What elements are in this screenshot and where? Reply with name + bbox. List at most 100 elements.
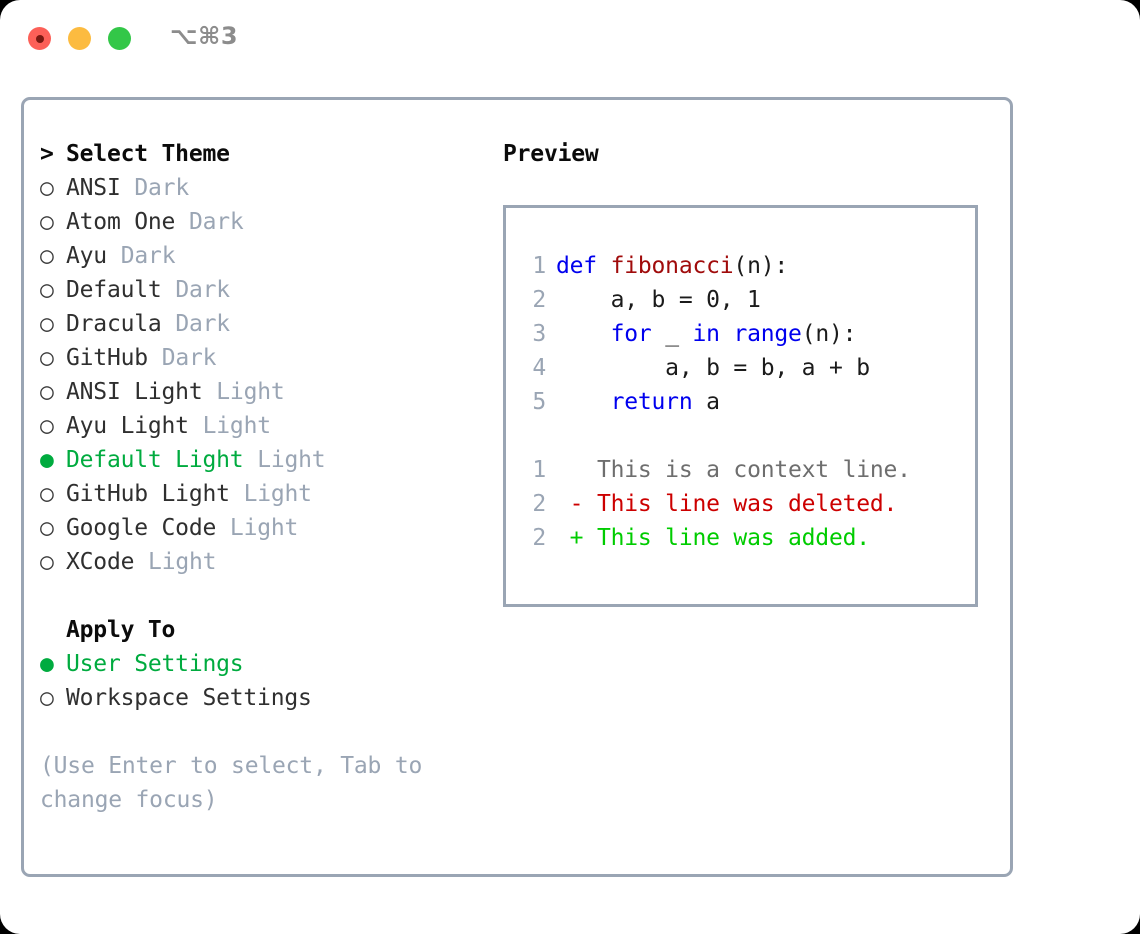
diff-marker: - bbox=[556, 491, 584, 517]
radio-unselected-icon: ○ bbox=[40, 345, 54, 371]
code-token: a bbox=[692, 389, 720, 415]
code-token: def bbox=[556, 253, 611, 279]
radio-unselected-icon: ○ bbox=[40, 175, 54, 201]
apply-to-option-label: User Settings bbox=[66, 651, 244, 677]
theme-option-default-light[interactable]: ● Default Light Light bbox=[40, 443, 495, 477]
theme-list-header: >Select Theme bbox=[40, 137, 495, 171]
theme-option-label: XCode bbox=[66, 549, 135, 575]
theme-option-label: GitHub bbox=[66, 345, 148, 371]
theme-option-label: ANSI bbox=[66, 175, 121, 201]
window-title: ⌥⌘3 bbox=[170, 22, 239, 50]
radio-selected-icon: ● bbox=[40, 651, 54, 677]
code-line-number: 4 bbox=[532, 355, 546, 381]
radio-unselected-icon: ○ bbox=[40, 413, 54, 439]
code-token bbox=[556, 321, 611, 347]
apply-to-option-user-settings[interactable]: ● User Settings bbox=[40, 647, 495, 681]
code-line-number: 2 bbox=[532, 287, 546, 313]
code-token: range bbox=[733, 321, 802, 347]
theme-option-tag: Dark bbox=[161, 345, 217, 371]
theme-option-tag: Light bbox=[243, 481, 312, 507]
apply-to-section: Apply To ●User Settings○Workspace Settin… bbox=[40, 613, 495, 715]
diff-line-text: This is a context line. bbox=[583, 457, 911, 483]
code-token: in bbox=[692, 321, 720, 347]
apply-to-options-list: ● User Settings ○Workspace Settings bbox=[40, 647, 495, 715]
theme-option-github-light[interactable]: ○ GitHub Light Light bbox=[40, 477, 495, 511]
theme-option-tag: Dark bbox=[175, 277, 230, 303]
code-token bbox=[720, 321, 734, 347]
theme-option-default[interactable]: ○ Default Dark bbox=[40, 273, 495, 307]
radio-unselected-icon: ○ bbox=[40, 311, 54, 337]
apply-to-option-label: Workspace Settings bbox=[66, 685, 312, 711]
code-line: 4 a, b = b, a + b bbox=[520, 351, 969, 385]
radio-unselected-icon: ○ bbox=[40, 549, 54, 575]
code-token: fibonacci bbox=[610, 253, 734, 279]
minimize-button-icon[interactable] bbox=[68, 27, 91, 50]
radio-unselected-icon: ○ bbox=[40, 481, 54, 507]
theme-option-dracula[interactable]: ○ Dracula Dark bbox=[40, 307, 495, 341]
code-line-number: 5 bbox=[532, 389, 546, 415]
radio-unselected-icon: ○ bbox=[40, 209, 54, 235]
code-token: _ bbox=[651, 321, 693, 347]
theme-option-label: Ayu bbox=[66, 243, 107, 269]
code-line: 2 a, b = 0, 1 bbox=[520, 283, 969, 317]
theme-option-label: Atom One bbox=[66, 209, 176, 235]
theme-option-tag: Light bbox=[229, 515, 299, 541]
code-token: (n): bbox=[801, 321, 857, 347]
radio-unselected-icon: ○ bbox=[40, 243, 54, 269]
radio-unselected-icon: ○ bbox=[40, 277, 54, 303]
theme-option-label: Ayu Light bbox=[66, 413, 189, 439]
diff-marker: + bbox=[556, 525, 584, 551]
theme-option-label: Dracula bbox=[66, 311, 162, 337]
code-token: a, b = b, a + b bbox=[556, 355, 870, 381]
theme-option-tag: Dark bbox=[188, 209, 244, 235]
diff-line: 2 - This line was deleted. bbox=[520, 487, 969, 521]
maximize-button-icon[interactable] bbox=[108, 27, 131, 50]
theme-option-label: Default bbox=[66, 277, 162, 303]
code-line: 5 return a bbox=[520, 385, 969, 419]
diff-line-number: 2 bbox=[532, 491, 546, 517]
keyboard-hint-text: (Use Enter to select, Tab to change focu… bbox=[40, 753, 423, 813]
theme-option-label: ANSI Light bbox=[66, 379, 203, 405]
code-blank-line bbox=[520, 419, 969, 453]
code-line-number: 3 bbox=[532, 321, 546, 347]
diff-marker bbox=[556, 457, 583, 483]
theme-option-tag: Light bbox=[216, 379, 285, 405]
code-token: return bbox=[610, 389, 693, 415]
diff-line-text: This line was added. bbox=[583, 525, 870, 551]
radio-unselected-icon: ○ bbox=[40, 379, 54, 405]
preview-title: Preview bbox=[503, 141, 599, 167]
close-button-icon[interactable] bbox=[28, 27, 51, 50]
theme-option-ayu[interactable]: ○ Ayu Dark bbox=[40, 239, 495, 273]
theme-option-ansi-light[interactable]: ○ ANSI Light Light bbox=[40, 375, 495, 409]
code-token: for bbox=[610, 321, 652, 347]
code-token bbox=[556, 389, 611, 415]
diff-line: 1 This is a context line. bbox=[520, 453, 969, 487]
code-token: (n): bbox=[733, 253, 789, 279]
theme-option-label: Default Light bbox=[66, 447, 244, 473]
theme-option-tag: Dark bbox=[175, 311, 230, 337]
code-token: a, b = 0, 1 bbox=[556, 287, 761, 313]
apply-to-option-workspace-settings[interactable]: ○Workspace Settings bbox=[40, 681, 495, 715]
diff-line-number: 1 bbox=[532, 457, 546, 483]
theme-option-github[interactable]: ○ GitHub Dark bbox=[40, 341, 495, 375]
radio-unselected-icon: ○ bbox=[40, 515, 54, 541]
title-bar: ⌥⌘3 bbox=[0, 0, 1140, 78]
radio-selected-icon: ● bbox=[40, 447, 54, 473]
prompt-caret-icon: > bbox=[40, 141, 54, 167]
theme-option-label: GitHub Light bbox=[66, 481, 230, 507]
theme-option-tag: Light bbox=[257, 447, 326, 473]
theme-option-tag: Dark bbox=[120, 243, 176, 269]
code-line: 3 for _ in range(n): bbox=[520, 317, 969, 351]
code-line-number: 1 bbox=[532, 253, 546, 279]
diff-line: 2 + This line was added. bbox=[520, 521, 969, 555]
theme-option-atom-one[interactable]: ○ Atom One Dark bbox=[40, 205, 495, 239]
